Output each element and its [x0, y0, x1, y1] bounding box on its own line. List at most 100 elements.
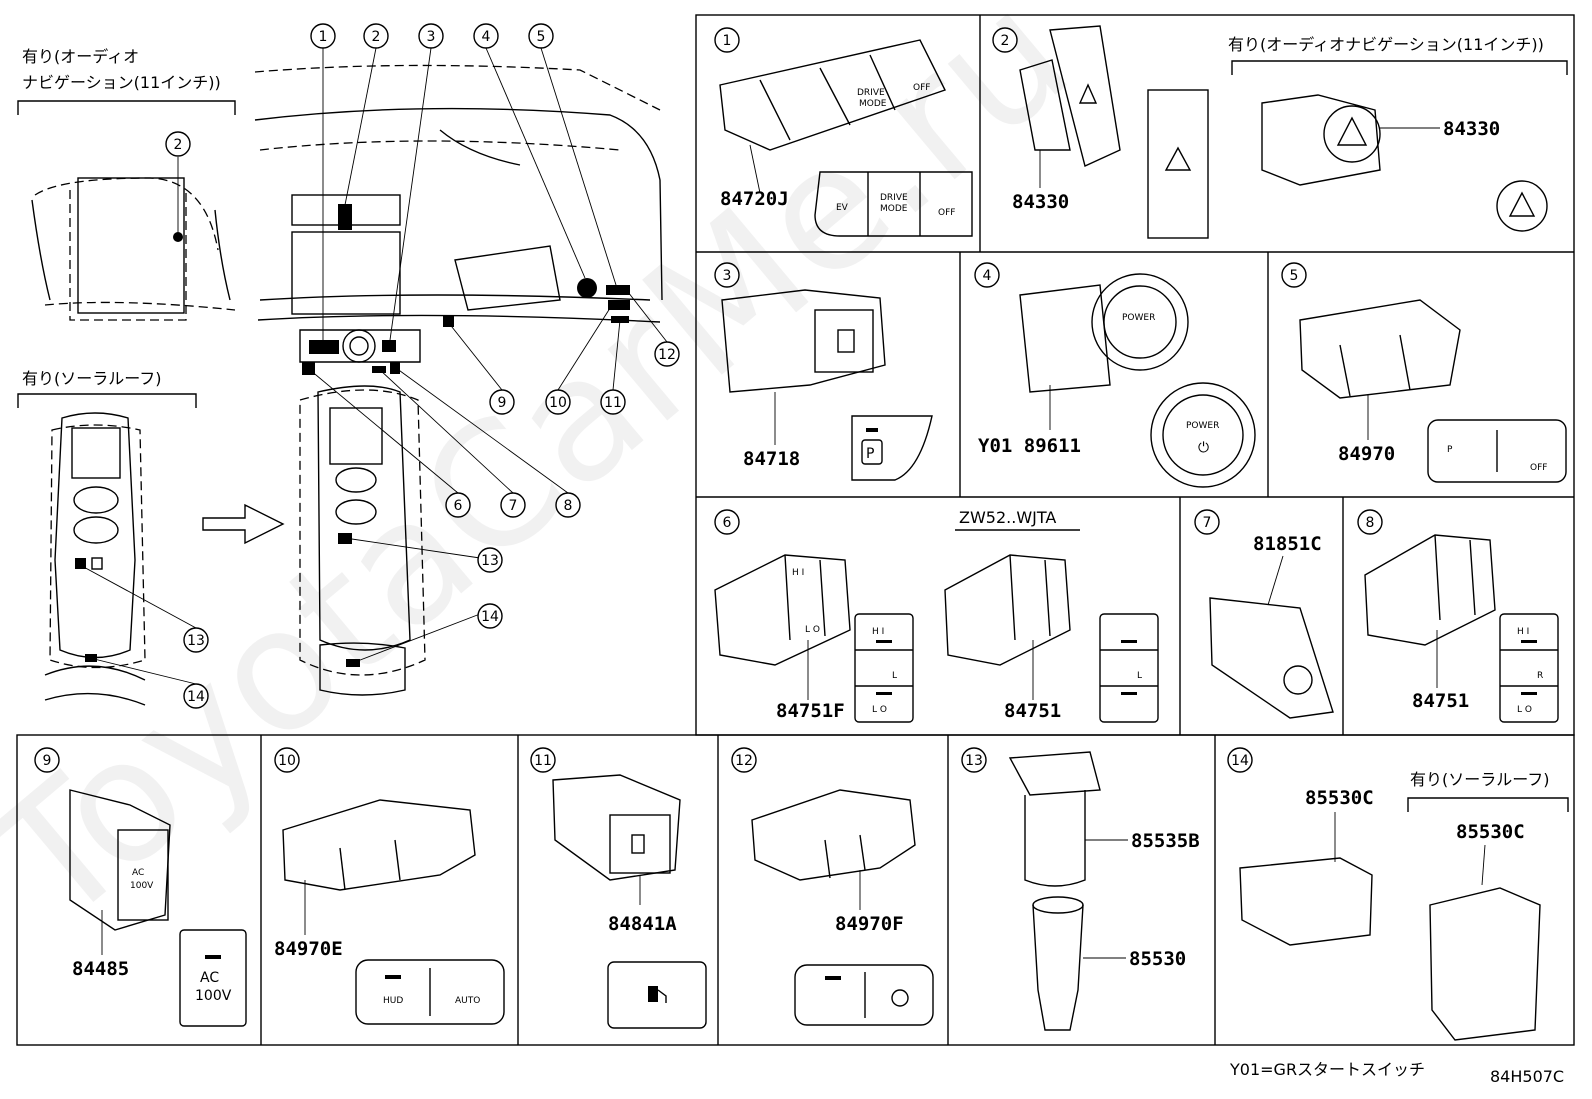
svg-text:2: 2	[1001, 33, 1010, 49]
part-Y01-89611: Y01 89611	[978, 435, 1081, 457]
callout-3: 3	[427, 29, 436, 45]
part-84330-a: 84330	[1012, 191, 1069, 213]
svg-text:DRIVE: DRIVE	[880, 193, 908, 203]
callout-9: 9	[498, 395, 507, 411]
svg-text:6: 6	[723, 515, 732, 531]
svg-text:L: L	[892, 671, 897, 681]
callout-2-inset: 2	[174, 137, 183, 153]
panel-10: 10 84970E HUD AUTO	[274, 747, 505, 1025]
callout-2: 2	[372, 29, 381, 45]
panel-12: 12 84970F	[731, 747, 934, 1026]
solar-roof-note-left: 有り(ソーラルーフ)	[22, 369, 162, 388]
svg-text:L O: L O	[872, 705, 887, 715]
svg-text:MODE: MODE	[859, 99, 887, 109]
svg-text:5: 5	[1290, 268, 1299, 284]
audio-nav-11in-note: 有り(オーディオナビゲーション(11インチ))	[1228, 35, 1544, 54]
part-84841A: 84841A	[608, 913, 677, 935]
svg-text:P: P	[1447, 445, 1453, 455]
svg-text:P: P	[866, 446, 874, 462]
svg-text:POWER: POWER	[1186, 421, 1219, 431]
svg-text:OFF: OFF	[1530, 463, 1547, 473]
panel-5: 5 84970 P OFF	[1281, 262, 1567, 483]
solar-roof-note-14: 有り(ソーラルーフ)	[1410, 770, 1550, 789]
svg-text:12: 12	[735, 753, 753, 769]
svg-text:POWER: POWER	[1122, 313, 1155, 323]
callout-4: 4	[482, 29, 491, 45]
svg-text:9: 9	[43, 753, 52, 769]
callout-8: 8	[564, 498, 573, 514]
panel-8: 8 84751 H I R L O	[1357, 509, 1559, 723]
panel-9: 9 AC 100V 84485 AC 100V	[34, 747, 247, 1027]
callout-10: 10	[549, 395, 567, 411]
power-icon: ⏻	[1198, 440, 1209, 456]
svg-text:14: 14	[1231, 753, 1249, 769]
panel-6: 6 ZW52..WJTA H I L O 84751F H I L L O 84…	[714, 508, 1159, 723]
svg-text:H I: H I	[872, 627, 884, 637]
panel-grid	[16, 14, 1575, 1046]
panel-1: 1 DRIVE MODE OFF 84720J EV DRIVE MODE OF…	[714, 27, 973, 237]
part-84970: 84970	[1338, 443, 1395, 465]
diagram-code: 84H507C	[1490, 1067, 1564, 1086]
part-84970F: 84970F	[835, 913, 904, 935]
svg-text:11: 11	[534, 753, 552, 769]
svg-text:HUD: HUD	[383, 996, 403, 1006]
part-85530C-a: 85530C	[1305, 787, 1374, 809]
callout-6: 6	[454, 498, 463, 514]
svg-text:4: 4	[983, 268, 992, 284]
part-84718: 84718	[743, 448, 800, 470]
callout-7: 7	[509, 498, 518, 514]
svg-text:L O: L O	[1517, 705, 1532, 715]
panel-7: 7 81851C	[1194, 509, 1334, 719]
svg-text:AUTO: AUTO	[455, 996, 480, 1006]
part-84751F: 84751F	[776, 700, 845, 722]
part-84970E: 84970E	[274, 938, 343, 960]
svg-text:100V: 100V	[130, 881, 154, 891]
footer-note: Y01=GRスタートスイッチ	[1229, 1060, 1425, 1079]
audio-nav-note-line2: ナビゲーション(11インチ))	[22, 73, 221, 92]
svg-text:AC: AC	[132, 868, 144, 878]
panel-14: 14 有り(ソーラルーフ) 85530C 85530C	[1227, 747, 1569, 1041]
svg-text:L: L	[1137, 671, 1142, 681]
callout-14-inset: 14	[187, 689, 205, 705]
panel-4: 4 POWER Y01 89611 POWER ⏻	[974, 262, 1256, 488]
svg-text:MODE: MODE	[880, 204, 908, 214]
part-84720J: 84720J	[720, 188, 789, 210]
audio-nav-note-line1: 有り(オーディオ	[22, 47, 139, 66]
svg-text:AC: AC	[200, 970, 219, 986]
svg-text:1: 1	[723, 33, 732, 49]
part-85530: 85530	[1129, 948, 1186, 970]
part-84330-b: 84330	[1443, 118, 1500, 140]
svg-text:3: 3	[723, 268, 732, 284]
callout-13: 13	[481, 553, 499, 569]
part-84485: 84485	[72, 958, 129, 980]
part-85535B: 85535B	[1131, 830, 1200, 852]
svg-text:OFF: OFF	[938, 208, 955, 218]
svg-text:L O: L O	[805, 625, 820, 635]
panel-13: 13 85535B 85530	[961, 747, 1200, 1031]
svg-text:100V: 100V	[195, 988, 232, 1004]
model-note-zw52: ZW52..WJTA	[959, 508, 1056, 527]
callout-12: 12	[658, 347, 676, 363]
svg-text:10: 10	[278, 753, 296, 769]
callout-13-inset: 13	[187, 633, 205, 649]
part-84751-a: 84751	[1004, 700, 1061, 722]
overview-area: 有り(オーディオ ナビゲーション(11インチ)) 有り(ソーラルーフ)	[17, 23, 680, 709]
panel-3: 3 84718 P	[714, 262, 933, 481]
svg-text:R: R	[1537, 671, 1543, 681]
svg-text:EV: EV	[836, 203, 849, 213]
svg-text:H I: H I	[792, 568, 804, 578]
svg-text:7: 7	[1203, 515, 1212, 531]
svg-text:8: 8	[1366, 515, 1375, 531]
panel-2: 2 有り(オーディオナビゲーション(11インチ)) 84330 84330	[992, 25, 1568, 239]
part-84751-b: 84751	[1412, 690, 1469, 712]
svg-text:DRIVE: DRIVE	[857, 88, 885, 98]
callout-14: 14	[481, 609, 499, 625]
callout-11: 11	[604, 395, 622, 411]
callout-5: 5	[537, 29, 546, 45]
panel-11: 11 84841A	[530, 747, 707, 1029]
svg-text:H I: H I	[1517, 627, 1529, 637]
svg-text:13: 13	[965, 753, 983, 769]
svg-text:OFF: OFF	[913, 83, 930, 93]
callout-1: 1	[319, 29, 328, 45]
